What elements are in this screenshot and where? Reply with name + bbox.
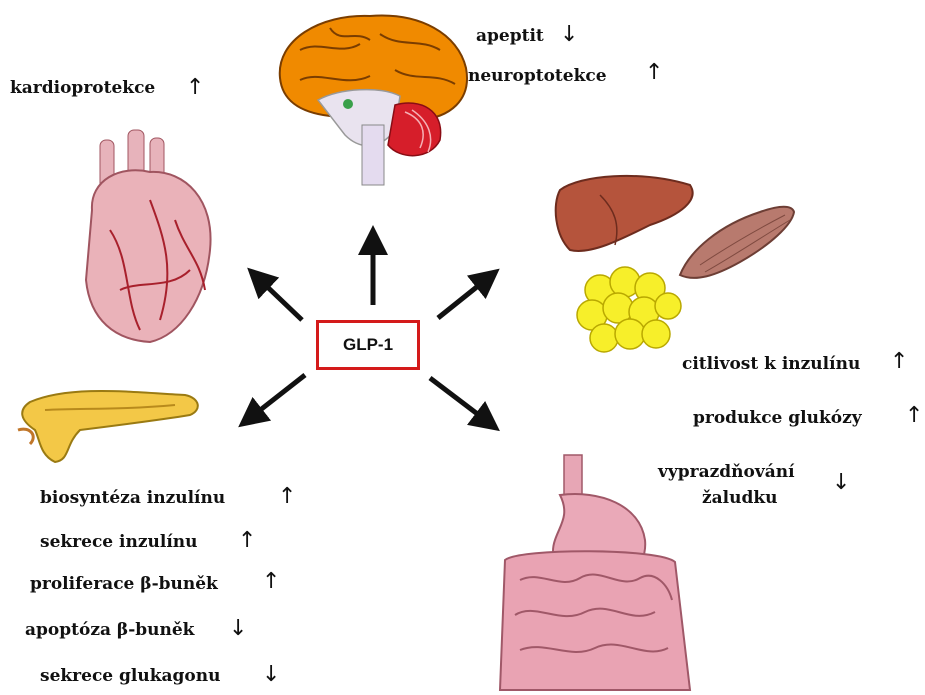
- stomach-effect-2: žaludku: [702, 490, 778, 507]
- adipose-icon: [577, 267, 681, 352]
- down-arrow-icon: ↓: [229, 618, 247, 640]
- down-arrow-icon: ↓: [262, 664, 280, 686]
- pancreas-effect-5: sekrece glukagonu: [40, 668, 220, 685]
- liver-icon: [556, 176, 693, 251]
- up-arrow-icon: ↑: [890, 351, 908, 373]
- down-arrow-icon: ↓: [832, 472, 850, 494]
- glp1-label: GLP-1: [343, 335, 393, 355]
- pancreas-effect-1: biosyntéza inzulínu: [40, 490, 225, 507]
- peripheral-effect-2: produkce glukózy: [693, 410, 862, 427]
- arrow-to-stomach: [430, 378, 488, 422]
- up-arrow-icon: ↑: [905, 405, 923, 427]
- pancreas-effect-2: sekrece inzulínu: [40, 534, 198, 551]
- arrow-to-pancreas: [250, 375, 305, 418]
- glp1-box: GLP-1: [316, 320, 420, 370]
- pancreas-icon: [18, 391, 198, 462]
- pancreas-effect-4: apoptóza β-buněk: [25, 622, 194, 639]
- up-arrow-icon: ↑: [645, 62, 663, 84]
- arrow-to-heart: [258, 278, 302, 320]
- up-arrow-icon: ↑: [278, 486, 296, 508]
- up-arrow-icon: ↑: [238, 530, 256, 552]
- arrow-to-liver-muscle-fat: [438, 278, 488, 318]
- down-arrow-icon: ↓: [560, 24, 578, 46]
- heart-icon: [86, 130, 211, 342]
- brain-icon: [280, 16, 467, 185]
- stomach-effect-1: vyprazdňování: [658, 464, 795, 481]
- brain-effect-1: apeptit: [476, 28, 544, 45]
- stomach-intestine-icon: [500, 455, 690, 690]
- up-arrow-icon: ↑: [186, 77, 204, 99]
- brain-effect-2: neuroptotekce: [468, 68, 607, 85]
- up-arrow-icon: ↑: [262, 571, 280, 593]
- pancreas-effect-3: proliferace β-buněk: [30, 576, 218, 593]
- peripheral-effect-1: citlivost k inzulínu: [682, 356, 860, 373]
- heart-effect-1: kardioprotekce: [10, 80, 155, 97]
- muscle-icon: [680, 207, 794, 278]
